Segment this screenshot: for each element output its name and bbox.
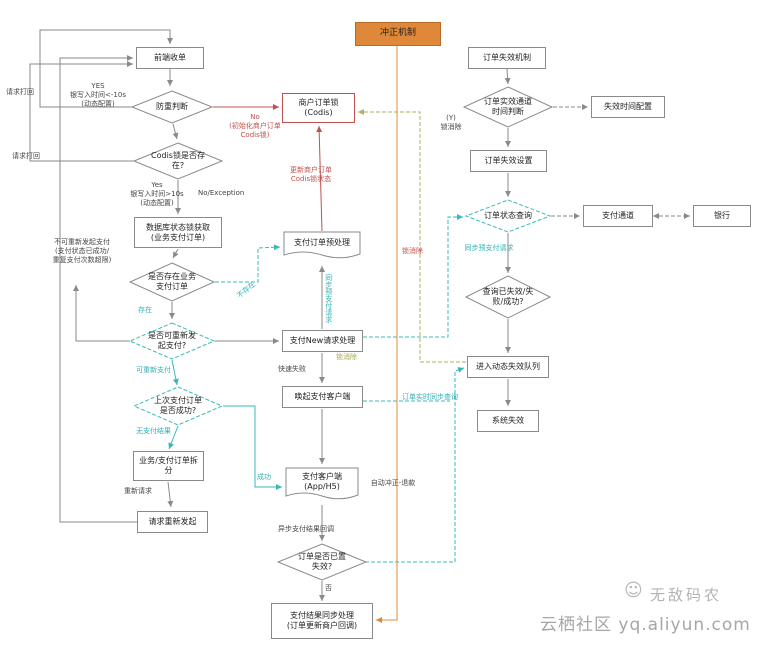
shapes-teal	[128, 199, 552, 426]
pay-client-document	[285, 467, 359, 500]
label-lock-remove-1: 锁消除	[402, 247, 423, 255]
node-pay-channel: 支付通道	[583, 205, 653, 227]
node-expire-channel-judge: 订单实效通道 时间判断	[484, 97, 532, 116]
watermark-site: 云栖社区 yq.aliyun.com	[540, 615, 751, 635]
last-pay-diamond	[132, 386, 224, 426]
node-split-order: 业务/支付订单拆 分	[133, 451, 204, 481]
edges-red	[213, 104, 323, 232]
node-codis-lock-exists: Codis锁是否存 在?	[151, 151, 205, 170]
node-biz-order-exists: 是否存在业务 支付订单	[148, 272, 196, 291]
label-yes-write-time-lt: YES 银写入时间<-10s (动态配置)	[70, 82, 126, 108]
watermark-brand: 无敌码农	[650, 586, 723, 604]
node-db-status-lock: 数据库状态锁获取 (业务支付订单)	[134, 217, 222, 248]
edges-orange	[376, 46, 398, 623]
node-order-expired-check: 订单是否已置 失效?	[298, 552, 346, 571]
node-query-result: 查询已失效/失 败/成功?	[482, 287, 534, 306]
label-no-init-codis-lock: No (初始化商户订单 Codis锁)	[229, 113, 281, 139]
label-success: 成功	[257, 473, 271, 481]
pre-process-document	[283, 231, 361, 259]
label-exists: 存在	[138, 306, 152, 314]
node-expire-time-config: 失效时间配置	[591, 96, 665, 118]
label-no: 否	[325, 584, 332, 592]
label-cannot-retry: 不可重新发起支付 (支付状态已成功/ 重复支付次数超限)	[52, 238, 112, 264]
label-async-pay-callback: 异步支付结果回调	[278, 525, 334, 533]
watermark-face-icon: ☺	[624, 580, 643, 601]
can-retry-diamond	[128, 322, 216, 360]
node-order-status-query: 订单状态查询	[484, 211, 532, 221]
edges-olive	[358, 109, 466, 363]
node-order-expire-mechanism: 订单失效机制	[468, 47, 546, 69]
shapes-gray	[128, 86, 554, 581]
node-pay-client: 支付客户端 (App/H5)	[302, 472, 342, 491]
label-update-merchant-lock: 更新商户订单 Codis锁状态	[290, 166, 332, 183]
node-frontend-order: 前端收单	[136, 47, 204, 69]
edges-teal	[168, 214, 465, 563]
label-re-request: 重新请求	[124, 487, 152, 495]
node-re-request: 请求重新发起	[137, 511, 208, 533]
node-wake-pay-client: 唤起支付客户端	[282, 386, 363, 408]
label-y-lock-remove: (Y) 锁消除	[440, 114, 462, 131]
label-sync-prepay-request-1: 同步预支付请求	[324, 273, 333, 323]
node-expire-setting: 订单失效设置	[470, 150, 547, 172]
query-result-diamond	[464, 275, 552, 319]
node-anti-dup-check: 防重判断	[156, 102, 188, 112]
expire-judge-diamond	[462, 86, 554, 128]
edges-gray-dashed	[551, 104, 690, 219]
node-can-retry-pay: 是否可重新发 起支付?	[148, 331, 196, 350]
label-lock-remove-2: 锁消除	[336, 353, 357, 361]
node-pay-new-request: 支付New请求处理	[282, 330, 363, 352]
node-pay-order-preprocess: 支付订单预处理	[294, 238, 350, 248]
label-request-rejected-1: 请求打回	[6, 88, 34, 96]
label-yes-write-time-gt: Yes 银写入时间>10s (动态配置)	[130, 181, 184, 207]
biz-exist-diamond	[128, 262, 216, 302]
order-expired-diamond	[276, 543, 368, 581]
node-result-sync-process: 支付结果同步处理 (订单更新商户回调)	[271, 603, 373, 639]
anti-dup-diamond	[130, 90, 214, 124]
label-no-exception: No/Exception	[198, 189, 245, 197]
node-last-pay-success: 上次支付订单 是否成功?	[154, 396, 202, 415]
codis-exist-diamond	[132, 142, 224, 180]
edges-gray	[29, 29, 511, 601]
node-merchant-order-lock: 商户订单锁 (Codis)	[282, 93, 355, 123]
label-no-pay-result: 无支付结果	[136, 427, 171, 435]
label-request-rejected-2: 请求打回	[12, 152, 40, 160]
label-fast-fail: 快速失败	[278, 365, 306, 373]
label-can-repay: 可重新支付	[136, 366, 171, 374]
label-auto-reversal-refund: 自动冲正-退款	[370, 479, 416, 487]
status-query-diamond	[464, 199, 552, 233]
label-sync-prepay-request-2: 同步预支付请求	[464, 244, 514, 252]
node-system-expire: 系统失效	[477, 410, 539, 432]
node-reversal-mechanism: 冲正机制	[355, 22, 441, 46]
label-realtime-sync-query: 订单实时同步查询	[402, 393, 458, 401]
node-bank: 银行	[693, 205, 751, 227]
node-dynamic-expire-queue: 进入动态失效队列	[467, 356, 549, 378]
